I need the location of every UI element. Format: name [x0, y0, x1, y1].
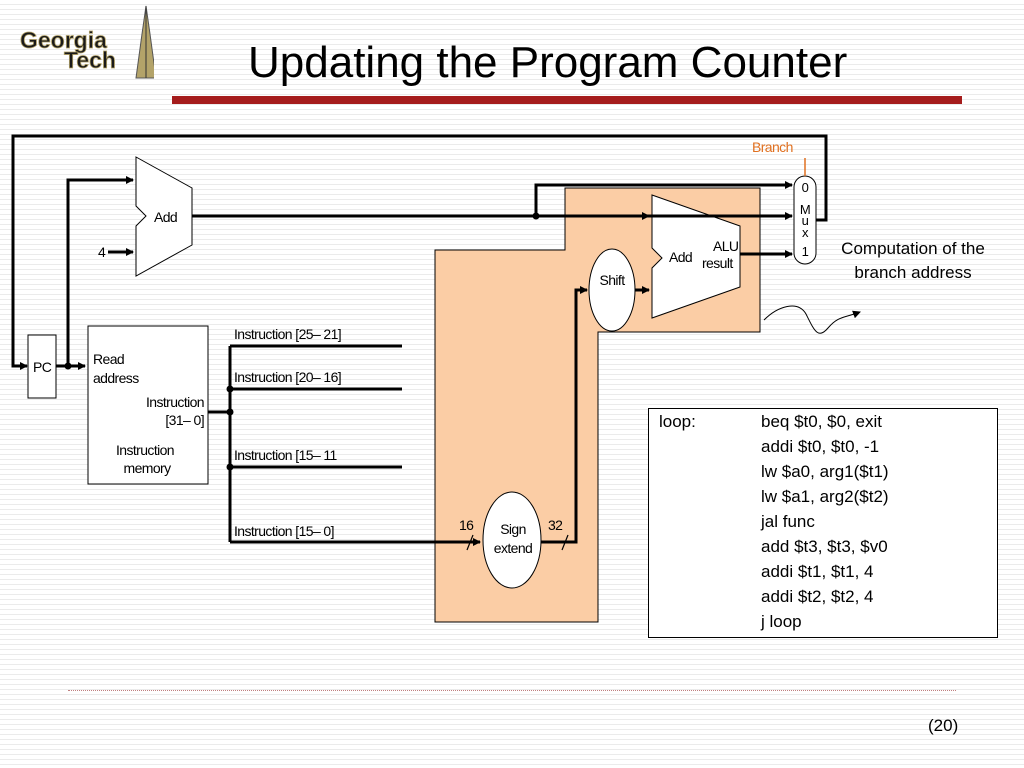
code-line-instruction: lw $a0, arg1($t1)	[761, 462, 889, 481]
sign-extend-label-2: extend	[494, 540, 532, 556]
branch-address-annotation: Computation of the branch address	[841, 239, 985, 282]
field-20-16-label: Instruction [20– 16]	[234, 369, 341, 385]
instruction-memory	[87, 325, 209, 485]
mux-letter-u: u	[802, 213, 809, 228]
instruction-bus-wire	[208, 410, 232, 542]
georgia-tech-logo: Georgia Tech	[20, 5, 154, 79]
pc-label: PC	[33, 359, 52, 375]
code-line-instruction: add $t3, $t3, $v0	[761, 537, 888, 556]
imem-bits-label: [31– 0]	[165, 412, 204, 428]
title-underline	[172, 96, 962, 104]
code-line-instruction: addi $t0, $t0, -1	[761, 437, 880, 456]
constant-4: 4	[98, 244, 106, 260]
signext-to-shift-wire	[541, 286, 588, 544]
junction-dot	[226, 385, 234, 393]
alu-result-label-1: ALU	[713, 238, 739, 254]
pc-adder-label: Add	[154, 209, 177, 225]
pc-adder	[135, 156, 193, 277]
page-number: (20)	[928, 716, 959, 735]
junction-dot	[64, 362, 72, 370]
imem-read-label: Read	[93, 351, 124, 367]
sign-extend-unit	[482, 491, 542, 589]
field-25-21-label: Instruction [25– 21]	[234, 326, 341, 342]
shift-label: Shift	[599, 272, 625, 288]
assembly-code-box: loop: beq $t0, $0, exit addi $t0, $t0, -…	[648, 408, 998, 638]
alu-result-label-2: result	[702, 255, 733, 271]
junction-dot	[226, 463, 234, 471]
pc-plus-4-to-mux0-wire	[534, 181, 793, 216]
branch-alu	[651, 194, 741, 319]
code-line-instruction: j loop	[761, 612, 802, 631]
mux-letter-x: x	[802, 225, 809, 240]
footer-divider	[68, 690, 956, 691]
mux-letter-m: M	[800, 202, 810, 217]
width-slash-32	[561, 534, 569, 551]
code-line-instruction: beq $t0, $0, exit	[761, 412, 882, 431]
field-15-0-label: Instruction [15– 0]	[234, 523, 334, 539]
mux-input-0: 0	[802, 180, 809, 195]
code-line-instruction: lw $a1, arg2($t2)	[761, 487, 889, 506]
sign-extend-label-1: Sign	[500, 521, 526, 537]
branch-control-label: Branch	[752, 139, 793, 155]
logo-spire	[135, 5, 154, 79]
width-16-label: 16	[459, 517, 474, 533]
field-15-11-label: Instruction [15– 11	[234, 447, 338, 463]
imem-address-label: address	[93, 370, 139, 386]
code-line-label: loop:	[659, 412, 696, 431]
junction-dot	[226, 408, 234, 416]
annotation-pointer	[763, 305, 861, 334]
shift-left-unit	[588, 248, 636, 332]
slide-title: Updating the Program Counter	[248, 38, 848, 87]
pc-register	[27, 334, 57, 399]
logo-word-georgia: Georgia	[20, 27, 107, 53]
code-line-instruction: addi $t1, $t1, 4	[761, 562, 874, 581]
width-slash-16	[466, 534, 474, 551]
width-32-label: 32	[548, 517, 563, 533]
code-line-instruction: addi $t2, $t2, 4	[761, 587, 874, 606]
code-line-instruction: jal func	[761, 512, 815, 531]
imem-name-2: memory	[124, 460, 172, 476]
logo-word-tech: Tech	[64, 47, 116, 73]
mux-to-pc-wire	[11, 134, 828, 370]
pc-to-adder-wire	[66, 176, 134, 366]
imem-instruction-label: Instruction	[146, 394, 204, 410]
alu-add-label: Add	[669, 249, 692, 265]
mux-input-1: 1	[802, 244, 809, 259]
junction-dot	[532, 212, 540, 220]
imem-name-1: Instruction	[116, 442, 174, 458]
